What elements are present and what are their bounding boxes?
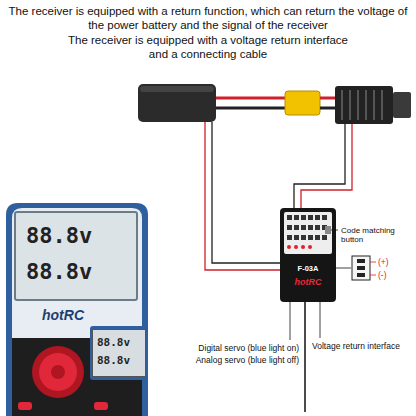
callout-label: Analog servo (blue light off) xyxy=(186,355,299,365)
code-button xyxy=(325,226,331,234)
transmitter: hotRC 88.8v 88.8v 88.8v 88.8v xyxy=(6,203,148,416)
node-text: 88.8v xyxy=(97,335,141,351)
node-text: hotRC xyxy=(280,276,336,288)
steering-hub xyxy=(51,365,65,379)
pin-markers xyxy=(287,245,312,249)
antenna xyxy=(304,302,306,412)
esc-heatsink xyxy=(342,90,382,120)
xt60-connector xyxy=(285,91,320,115)
pin-header xyxy=(284,212,332,254)
return-wire xyxy=(205,122,280,270)
lcd-screen: 88.8v 88.8v xyxy=(14,211,138,301)
leader-line xyxy=(336,268,351,269)
steering-wheel xyxy=(39,353,77,391)
callout-label: Voltage return interface xyxy=(312,341,412,351)
subtitle: The receiver is equipped with a voltage … xyxy=(58,33,358,61)
node-text: 88.8v xyxy=(26,221,126,251)
title: The receiver is equipped with a return f… xyxy=(6,4,410,32)
battery-pack xyxy=(138,84,216,122)
zoom-frame xyxy=(90,326,148,380)
trim-button xyxy=(94,402,108,410)
voltage-connector xyxy=(352,256,370,280)
battery-highlight xyxy=(140,86,214,92)
steering-wheel xyxy=(32,346,84,398)
leader-line xyxy=(290,302,291,340)
callout-label: Digital servo (blue light on) xyxy=(186,343,299,353)
leader-line xyxy=(370,275,376,276)
polarity-label: (+) xyxy=(378,257,389,267)
power-wire xyxy=(216,107,286,110)
pin-grid xyxy=(287,215,327,240)
leader-line xyxy=(320,302,321,338)
esc-body xyxy=(335,86,393,124)
leader-line xyxy=(370,262,376,263)
esc-signal-wire xyxy=(294,124,345,208)
transmitter-face xyxy=(12,208,142,416)
connector-pins xyxy=(357,259,365,277)
transmitter-body xyxy=(6,203,148,416)
esc-switch xyxy=(393,92,411,118)
receiver-body xyxy=(280,208,336,302)
callout-label: Code matching button xyxy=(341,226,414,244)
polarity-label: (-) xyxy=(378,270,387,280)
node-text: hotRC xyxy=(42,307,84,323)
power-wire xyxy=(320,97,336,100)
leader-line xyxy=(331,230,338,231)
node-text: F-03A xyxy=(280,264,336,274)
return-wire xyxy=(212,122,280,263)
lcd-zoom: 88.8v 88.8v xyxy=(92,329,146,377)
power-wire xyxy=(320,107,336,110)
node-text: 88.8v xyxy=(26,257,126,287)
node-text: 88.8v xyxy=(97,353,141,369)
trim-button xyxy=(18,402,32,410)
receiver: F-03A hotRC xyxy=(280,208,336,302)
power-wire xyxy=(216,97,286,100)
